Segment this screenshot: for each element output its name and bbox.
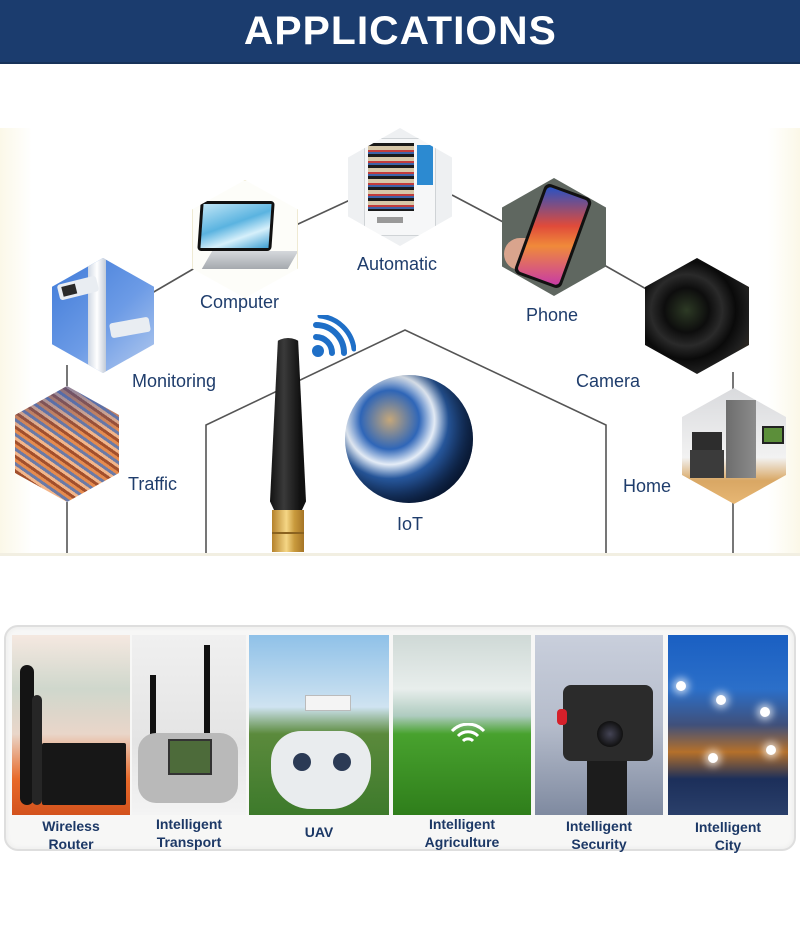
node-label-automatic: Automatic (357, 254, 438, 274)
page-header: APPLICATIONS (0, 0, 800, 64)
node-label-phone: Phone (526, 305, 579, 325)
uav-image (249, 635, 389, 815)
traffic-image (15, 386, 119, 502)
wireless-router-image (12, 635, 130, 815)
center-label-iot: IoT (397, 514, 424, 534)
earth-globe-image (345, 375, 473, 503)
intelligent-transport-image (132, 635, 246, 815)
gallery-item-uav: UAV (249, 635, 389, 840)
intelligent-city-image (668, 635, 788, 815)
intelligent-agriculture-image (393, 635, 531, 815)
vending-machine-image (348, 128, 452, 246)
antenna-product-image (266, 338, 310, 558)
page-title: APPLICATIONS (243, 8, 557, 53)
intelligent-security-image (535, 635, 663, 815)
node-label-home: Home (623, 476, 672, 496)
iot-application-diagram: Computer Automatic Phone Monitoring Came… (0, 128, 800, 556)
wifi-icon (312, 315, 356, 357)
gallery-label: UAV (304, 824, 334, 840)
node-label-computer: Computer (200, 292, 280, 312)
node-label-traffic: Traffic (128, 474, 178, 494)
node-label-camera: Camera (576, 371, 641, 391)
wifi-icon (450, 723, 486, 743)
node-label-monitoring: Monitoring (132, 371, 217, 391)
